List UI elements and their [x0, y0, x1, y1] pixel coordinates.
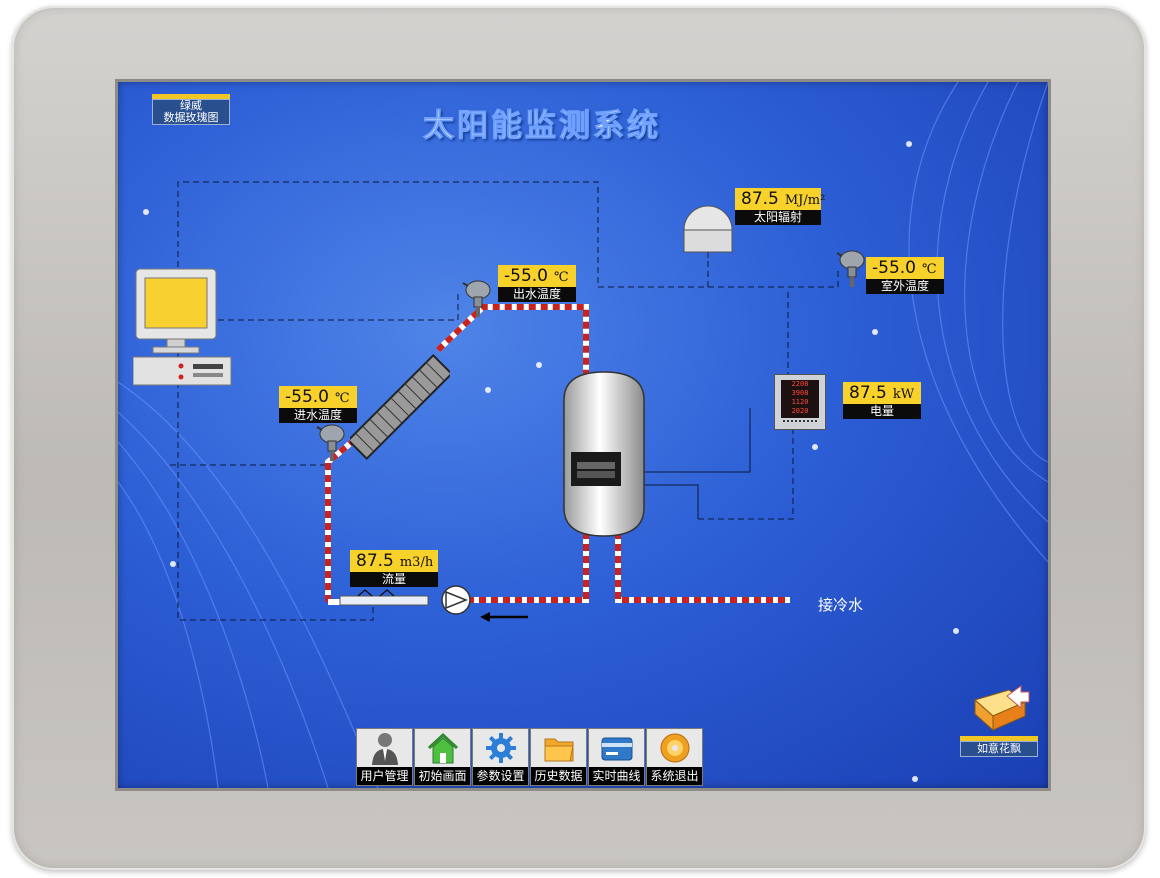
toolbar-settings[interactable]: 参数设置	[472, 728, 529, 786]
bottom-toolbar: 用户管理 初始画面 参数设置	[356, 728, 704, 786]
meter-line-1: 2208	[791, 380, 809, 388]
outdoor-temp-reading: -55.0 ℃ 室外温度	[866, 257, 944, 294]
hmi-screen: 太阳能监测系统 绿威 数据玫瑰图	[118, 82, 1048, 788]
toolbar-exit[interactable]: 系统退出	[646, 728, 703, 786]
brand-tag-line1: 绿威	[180, 99, 202, 112]
inlet-temp-reading: -55.0 ℃ 进水温度	[279, 386, 357, 423]
solar-radiation-unit: MJ/m²	[784, 193, 826, 208]
electricity-label: 电量	[843, 404, 921, 419]
water-tank	[563, 371, 645, 537]
inlet-temp-label: 进水温度	[279, 408, 357, 423]
brand-tag[interactable]: 绿威 数据玫瑰图	[152, 94, 230, 125]
brand-tag-line2: 数据玫瑰图	[163, 111, 219, 124]
disc-icon	[660, 733, 690, 763]
circulation-pump-icon[interactable]	[440, 584, 472, 616]
outlet-temp-reading: -55.0 ℃ 出水温度	[498, 265, 576, 302]
toolbar-home-label: 初始画面	[415, 767, 470, 785]
toolbar-exit-label: 系统退出	[647, 767, 702, 785]
cold-water-inlet-label: 接冷水	[818, 596, 864, 614]
electricity-unit: kW	[892, 387, 915, 402]
toolbar-realtime-curve[interactable]: 实时曲线	[588, 728, 645, 786]
meter-line-2: 3908	[791, 389, 809, 397]
home-icon	[427, 732, 459, 764]
user-icon	[372, 733, 398, 765]
outlet-temp-value: -55.0	[504, 266, 548, 286]
solar-radiation-label: 太阳辐射	[735, 210, 821, 225]
computer-icon	[132, 267, 233, 387]
outdoor-temp-value: -55.0	[872, 258, 916, 278]
toolbar-realtime-curve-label: 实时曲线	[589, 767, 644, 785]
next-page-icon[interactable]	[963, 678, 1043, 758]
electricity-value: 87.5	[849, 383, 887, 403]
electricity-reading: 87.5 kW 电量	[843, 382, 921, 419]
card-icon	[601, 737, 633, 761]
flow-value: 87.5	[356, 551, 394, 571]
outdoor-temp-label: 室外温度	[866, 279, 944, 294]
inlet-temp-value: -55.0	[285, 387, 329, 407]
toolbar-user-management-label: 用户管理	[357, 767, 412, 785]
solar-collector	[350, 353, 450, 461]
outlet-temp-sensor-icon[interactable]	[462, 278, 496, 318]
solar-radiation-value: 87.5	[741, 189, 779, 209]
next-page-label: 如意花飘	[960, 741, 1038, 757]
meter-line-3: 1120	[791, 398, 809, 406]
outdoor-temp-unit: ℃	[922, 262, 937, 277]
inlet-temp-unit: ℃	[335, 391, 350, 406]
outdoor-temp-sensor-icon[interactable]	[836, 248, 870, 288]
process-diagram	[118, 82, 1048, 788]
toolbar-home[interactable]: 初始画面	[414, 728, 471, 786]
toolbar-history[interactable]: 历史数据	[530, 728, 587, 786]
flow-reading: 87.5 m3/h 流量	[350, 550, 438, 587]
inlet-temp-sensor-icon[interactable]	[316, 422, 350, 462]
next-page-button[interactable]: 如意花飘	[960, 736, 1038, 757]
power-meter[interactable]: 2208 3908 1120 2020	[774, 374, 826, 430]
solar-radiation-reading: 87.5 MJ/m² 太阳辐射	[735, 188, 825, 225]
toolbar-settings-label: 参数设置	[473, 767, 528, 785]
outlet-temp-label: 出水温度	[498, 287, 576, 302]
flow-label: 流量	[350, 572, 438, 587]
solar-radiation-sensor-icon[interactable]	[680, 200, 736, 258]
page-title: 太阳能监测系统	[423, 108, 661, 145]
folder-icon	[544, 738, 574, 762]
flow-unit: m3/h	[399, 555, 434, 570]
meter-line-4: 2020	[791, 407, 809, 415]
outlet-temp-unit: ℃	[554, 270, 569, 285]
gear-icon	[486, 733, 516, 763]
toolbar-history-label: 历史数据	[531, 767, 586, 785]
toolbar-user-management[interactable]: 用户管理	[356, 728, 413, 786]
